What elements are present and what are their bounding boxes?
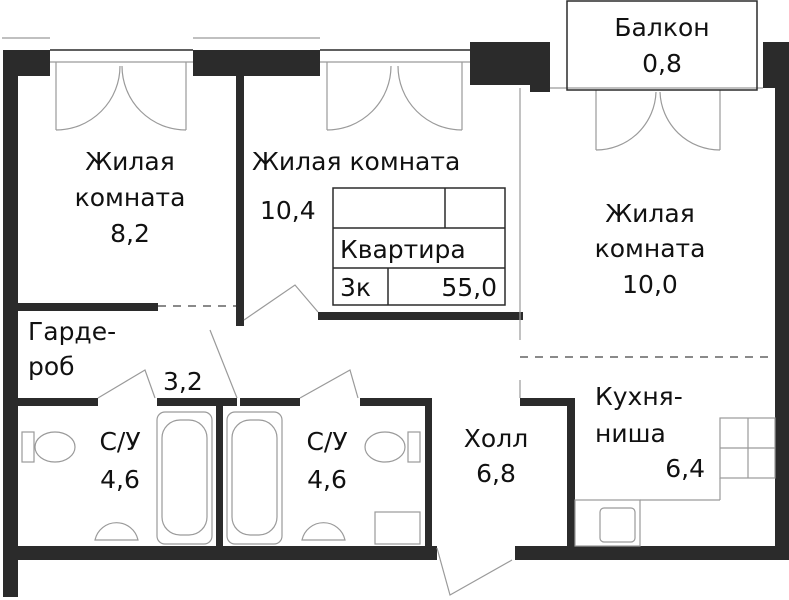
- summary-type: 3к: [340, 273, 371, 302]
- walls: [3, 42, 789, 597]
- room-area: 3,2: [163, 367, 203, 396]
- room-name: Жилая: [85, 147, 175, 176]
- room-area: 8,2: [110, 219, 150, 248]
- room-name: С/У: [99, 427, 140, 456]
- room-balcony: Балкон 0,8: [614, 13, 709, 78]
- kitchen-fixtures: [574, 417, 776, 547]
- room-area: 0,8: [642, 49, 682, 78]
- balcony-door-swings: [55, 62, 721, 151]
- room-area: 4,6: [100, 465, 140, 494]
- room-name: ниша: [595, 419, 666, 448]
- room-name: Балкон: [614, 13, 709, 42]
- room-living-2: Жилая комната 10,4: [252, 147, 460, 225]
- room-name: Жилая: [605, 199, 695, 228]
- room-area: 10,0: [622, 270, 678, 299]
- room-area: 4,6: [307, 465, 347, 494]
- room-wardrobe: Гарде- роб 3,2: [28, 317, 203, 396]
- room-name: С/У: [306, 427, 347, 456]
- room-area: 10,4: [260, 196, 316, 225]
- apartment-summary-table: Квартира 3к 55,0: [332, 187, 506, 306]
- room-area: 6,4: [665, 454, 705, 483]
- room-hall: Холл 6,8: [464, 424, 528, 488]
- interior-doors: [97, 284, 513, 596]
- room-name: комната: [595, 234, 706, 263]
- summary-total-area: 55,0: [441, 273, 497, 302]
- room-living-3: Жилая комната 10,0: [595, 199, 706, 299]
- room-name: комната: [75, 183, 186, 212]
- windows: [2, 37, 763, 89]
- room-name: роб: [28, 352, 75, 381]
- balcony-outline: [566, 0, 758, 91]
- room-name: Жилая комната: [252, 147, 460, 176]
- room-name: Гарде-: [28, 317, 116, 346]
- room-name: Кухня-: [595, 382, 683, 411]
- room-bathroom-2: С/У 4,6: [306, 427, 347, 494]
- room-area: 6,8: [476, 459, 516, 488]
- room-living-1: Жилая комната 8,2: [75, 147, 186, 248]
- room-kitchen: Кухня- ниша 6,4: [595, 382, 705, 483]
- room-name: Холл: [464, 424, 528, 453]
- summary-title: Квартира: [340, 235, 466, 264]
- room-bathroom-1: С/У 4,6: [99, 427, 140, 494]
- bathroom-fixtures: [21, 411, 421, 545]
